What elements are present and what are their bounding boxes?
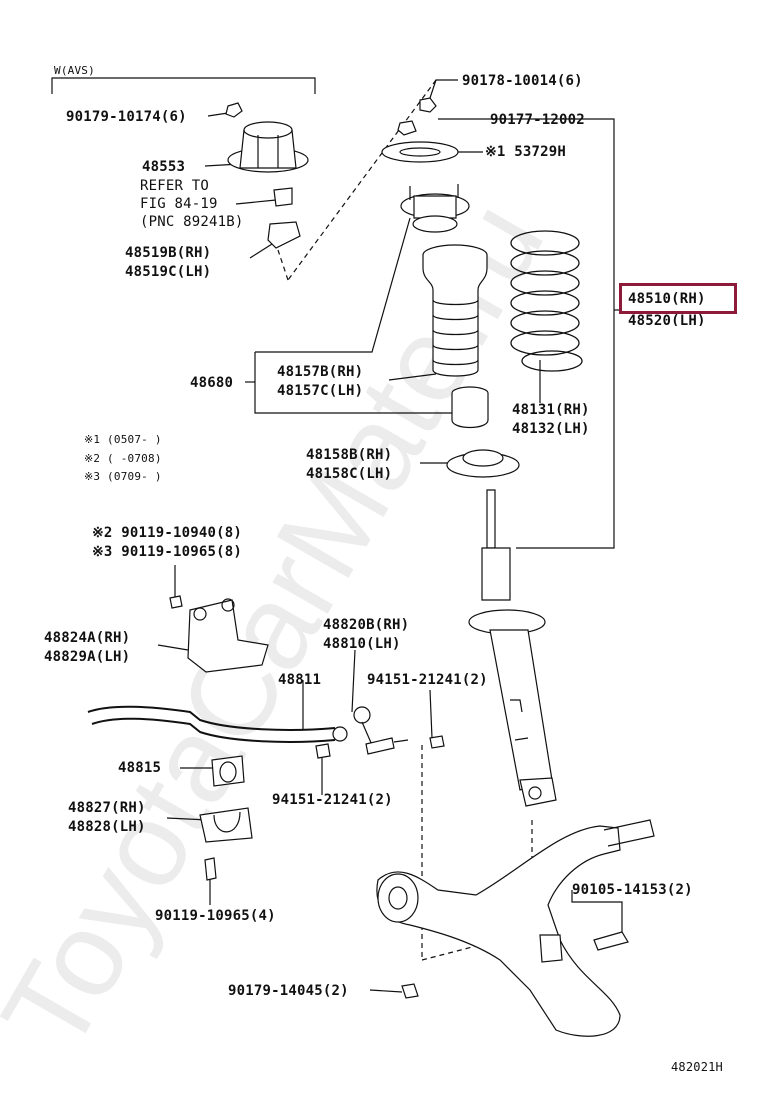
part-label-90105[interactable]: 90105-14153(2) — [572, 882, 693, 898]
part-label-90179-14045[interactable]: 90179-14045(2) — [228, 983, 349, 999]
part-label-48553[interactable]: 48553 — [142, 159, 186, 175]
part-label-48132[interactable]: 48132(LH) — [512, 421, 590, 437]
coil-spring-48131 — [510, 230, 583, 372]
part-label-48520[interactable]: 48520(LH) — [628, 313, 706, 326]
part-label-53729h[interactable]: ※1 53729H — [485, 144, 566, 160]
refer-text-2[interactable]: FIG 84-19 — [140, 196, 218, 212]
connector — [273, 187, 293, 207]
note-3: ※3 (0709- ) — [84, 470, 162, 483]
actuator-48553 — [227, 121, 309, 173]
part-label-90179-10174[interactable]: 90179-10174(6) — [66, 109, 187, 125]
refer-text-3: (PNC 89241B) — [140, 214, 244, 230]
part-label-90178[interactable]: 90178-10014(6) — [462, 73, 583, 89]
selected-part-highlight — [619, 283, 737, 314]
figure-id: 482021H — [671, 1060, 723, 1074]
part-label-48158c[interactable]: 48158C(LH) — [306, 466, 393, 482]
part-label-48157b[interactable]: 48157B(RH) — [277, 364, 364, 380]
part-label-48157c[interactable]: 48157C(LH) — [277, 383, 364, 399]
bracket-48827 — [199, 807, 253, 843]
part-label-90119-10965-b[interactable]: 90119-10965(4) — [155, 908, 276, 924]
part-label-90119-10965-a[interactable]: ※3 90119-10965(8) — [92, 544, 242, 560]
part-label-90119-10940[interactable]: ※2 90119-10940(8) — [92, 525, 242, 541]
part-label-48829a[interactable]: 48829A(LH) — [44, 649, 131, 665]
part-label-94151-a[interactable]: 94151-21241(2) — [367, 672, 488, 688]
part-label-48820b[interactable]: 48820B(RH) — [323, 617, 410, 633]
part-label-48827[interactable]: 48827(RH) — [68, 800, 146, 816]
note-2: ※2 ( -0708) — [84, 452, 162, 465]
part-label-48519c[interactable]: 48519C(LH) — [125, 264, 212, 280]
lower-arm — [376, 819, 655, 1037]
part-label-48158b[interactable]: 48158B(RH) — [306, 447, 393, 463]
part-label-90177[interactable]: 90177-12002 — [490, 112, 585, 128]
note-1: ※1 (0507- ) — [84, 433, 162, 446]
shock-absorber-48510 — [468, 489, 557, 807]
nut-90179-14045 — [401, 983, 419, 999]
part-label-48131[interactable]: 48131(RH) — [512, 402, 590, 418]
part-label-48810[interactable]: 48810(LH) — [323, 636, 401, 652]
support-48680 — [400, 184, 470, 233]
part-label-48815[interactable]: 48815 — [118, 760, 162, 776]
boot-48157b — [422, 244, 488, 377]
bracket-48519b — [267, 221, 301, 249]
bolt-90105 — [593, 931, 629, 951]
avs-group-bracket — [51, 77, 316, 94]
part-label-48510[interactable]: 48510(RH) — [628, 291, 706, 307]
nut-94151-a — [429, 735, 445, 749]
part-label-94151-b[interactable]: 94151-21241(2) — [272, 792, 393, 808]
bolt-90119-10940 — [169, 595, 183, 609]
part-label-48519b[interactable]: 48519B(RH) — [125, 245, 212, 261]
nut-94151-b — [315, 743, 331, 759]
gasket-53729h — [381, 141, 459, 163]
refer-text-1: REFER TO — [140, 178, 210, 194]
part-label-48828[interactable]: 48828(LH) — [68, 819, 146, 835]
insulator-48158b — [446, 449, 520, 478]
bracket-48824a — [187, 598, 269, 673]
group-label-avs: W(AVS) — [54, 64, 95, 77]
part-label-48824a[interactable]: 48824A(RH) — [44, 630, 131, 646]
part-label-48811[interactable]: 48811 — [278, 672, 322, 688]
bushing-48815 — [211, 755, 245, 787]
bumper-48131 — [451, 386, 489, 429]
nut-90177 — [397, 120, 417, 136]
nut-90179-10174 — [225, 102, 243, 118]
stabilizer-bar-48811 — [87, 705, 348, 743]
nut-90178 — [419, 97, 437, 113]
bolt-90119-10965 — [204, 857, 217, 881]
part-label-48680[interactable]: 48680 — [190, 375, 234, 391]
stabilizer-link-48820b — [353, 706, 409, 755]
